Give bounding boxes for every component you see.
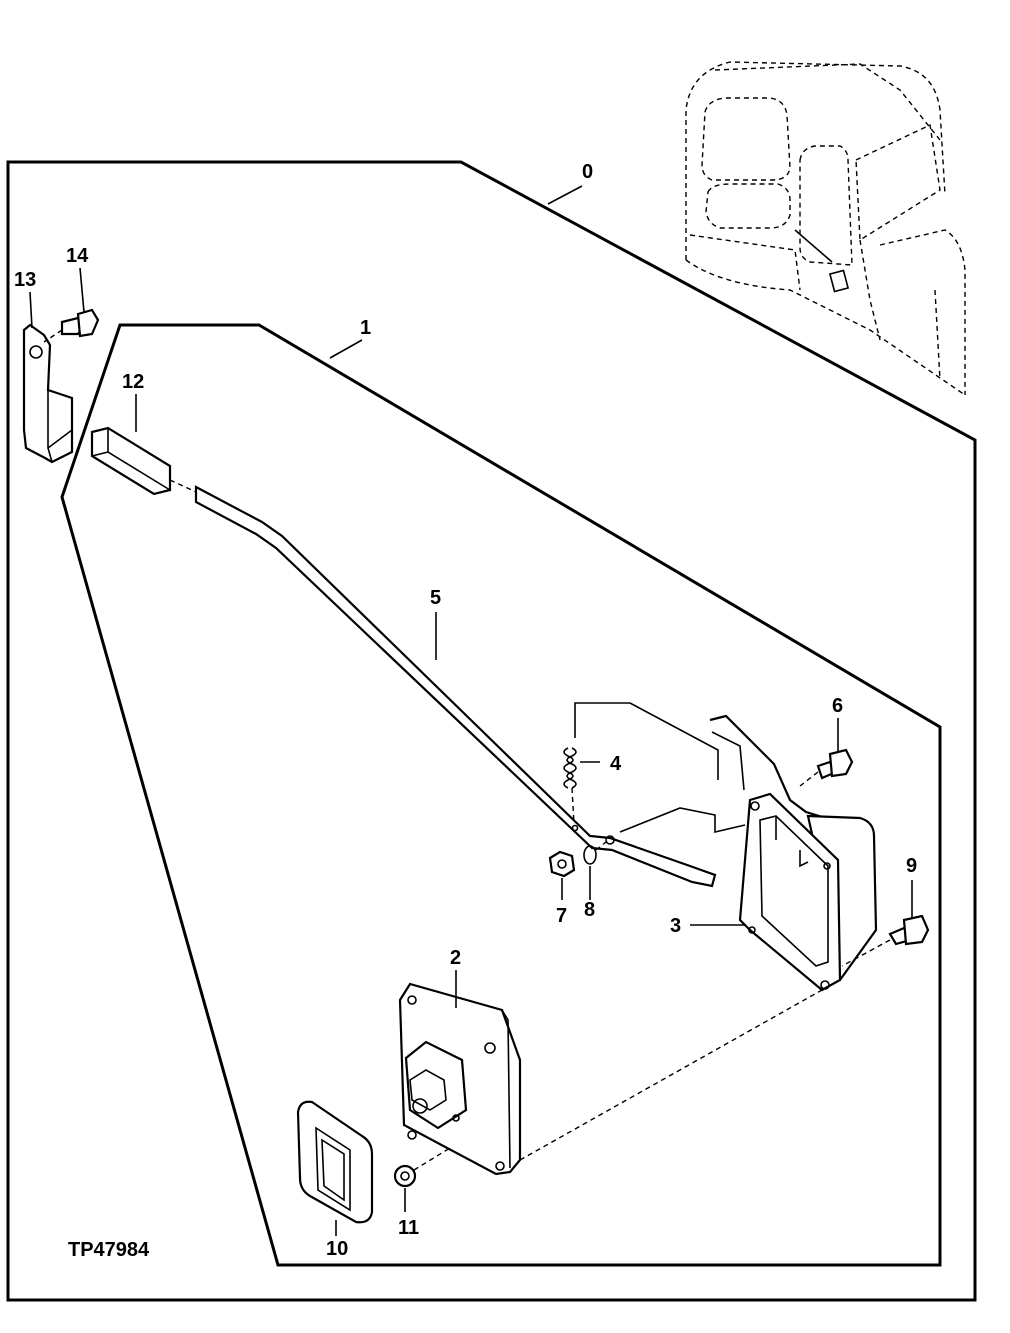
callout-11: 11	[398, 1217, 419, 1239]
callout-12: 12	[122, 371, 144, 393]
housing-3	[619, 714, 878, 992]
nut-7	[548, 850, 576, 878]
callout-6: 6	[832, 695, 843, 717]
lever-rod-5	[194, 485, 717, 888]
callout-14: 14	[66, 245, 89, 267]
callout-5: 5	[430, 587, 441, 609]
bolt-9	[841, 914, 930, 967]
spring-4	[563, 702, 719, 825]
bolt-14	[43, 308, 100, 343]
handle-location-mark	[828, 269, 850, 293]
callout-8: 8	[584, 899, 595, 921]
callout-1: 1	[360, 317, 371, 339]
callout-7: 7	[556, 905, 567, 927]
callout-9: 9	[906, 855, 917, 877]
callout-3: 3	[670, 915, 681, 937]
nut-11	[393, 1147, 451, 1188]
outer-frame	[6, 160, 977, 1302]
bezel-10	[296, 1100, 374, 1224]
leader-lines	[29, 185, 913, 1236]
inner-frame	[60, 323, 942, 1267]
bolt-6	[799, 748, 854, 787]
figure-id: TP47984	[68, 1239, 150, 1261]
callout-4: 4	[610, 753, 622, 775]
callout-0: 0	[582, 161, 593, 183]
tube-12	[90, 426, 197, 496]
plate-2	[398, 982, 823, 1176]
bracket-13	[22, 323, 74, 464]
callout-10: 10	[326, 1238, 348, 1260]
washer-8	[583, 841, 607, 865]
callout-2: 2	[450, 947, 461, 969]
cab-illustration	[685, 61, 966, 396]
callout-13: 13	[14, 269, 36, 291]
